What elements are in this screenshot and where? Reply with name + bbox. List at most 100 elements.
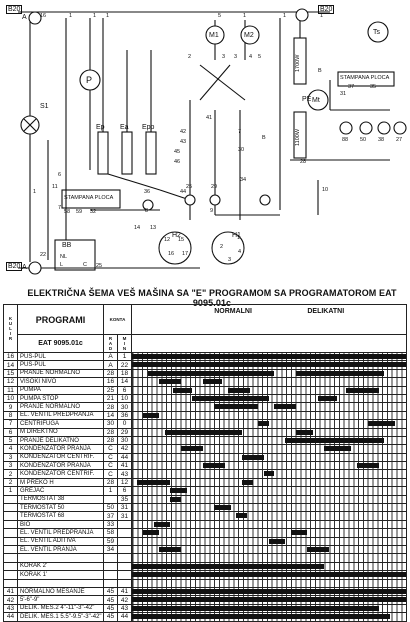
node-number: 1 [33, 189, 37, 195]
row-timing-grid [131, 528, 407, 538]
row-timing-grid [131, 519, 407, 530]
bb-label: BB [62, 242, 72, 249]
row-min: 43 [116, 469, 133, 479]
wire-number: 58 [64, 209, 71, 215]
row-rad: 28 [103, 435, 118, 446]
row-rad: C [103, 461, 118, 471]
row-min: 6 [116, 486, 133, 496]
row-program-name: KONDENZATOR PRANJA [17, 444, 104, 454]
row-rad: 34 [103, 544, 118, 555]
row-timing-grid [131, 351, 407, 362]
timing-bar [214, 404, 259, 410]
row-min: 14 [116, 377, 133, 387]
row-program-name: TERMOSTAT 38 [17, 494, 104, 505]
row-program-name: 5'-6"-9" [17, 595, 104, 605]
row-min: 29 [116, 427, 133, 437]
row-timing-grid [131, 612, 407, 622]
wire-number: 4 [249, 54, 253, 60]
pressure-switch-h2-symbol [158, 231, 192, 265]
row-kulir: 44 [3, 612, 18, 622]
timing-bar [164, 429, 242, 435]
node-number: 7 [58, 205, 62, 211]
row-min: 18 [116, 368, 133, 379]
node-number: 14 [134, 225, 141, 231]
row-program-name: KORAK 1' [17, 570, 104, 580]
timing-bar [132, 588, 406, 594]
row-kulir [3, 553, 18, 563]
timer-motor-label: Mt [312, 97, 320, 104]
wire-number: 15 [178, 237, 185, 243]
row-rad: 28 [103, 402, 118, 412]
wire-number: 35 [370, 84, 377, 90]
row-kulir [3, 519, 18, 530]
row-timing-grid [131, 570, 407, 580]
row-kulir: 7 [3, 419, 18, 429]
thermostat-symbol [367, 21, 389, 43]
timing-bar [318, 395, 338, 401]
wire-number: 7 [238, 129, 242, 135]
heater-epp-label: Epp [142, 124, 155, 131]
timing-bar [214, 505, 231, 511]
row-timing-grid [131, 360, 407, 370]
row-kulir: 3 [3, 452, 18, 463]
row-timing-grid [131, 595, 407, 605]
row-rad: 45 [103, 595, 118, 605]
wire-number: 8 [145, 208, 149, 214]
node-number: 1 [106, 13, 110, 19]
row-kulir [3, 578, 18, 588]
wire-number: 36 [144, 189, 151, 195]
terminal-a-top: A [22, 14, 27, 21]
timing-bar [263, 471, 275, 477]
wire-number: 37 [348, 84, 355, 90]
plate-label-right: STAMPANA PLOCA [340, 75, 390, 81]
row-kulir [3, 570, 18, 580]
pressure-switch-h1-symbol [211, 231, 245, 265]
node-number: 22 [40, 252, 47, 258]
wire-number: 46 [174, 159, 181, 165]
row-timing-grid [131, 578, 407, 588]
wire-number: 34 [240, 177, 247, 183]
program-phase-header: NORMALNI DELIKATNI [131, 304, 407, 335]
row-program-name: PRANJE NORMALNO [17, 402, 104, 412]
timing-bar [159, 546, 182, 552]
wire-number: 44 [180, 189, 187, 195]
row-program-name: GREJAČ [17, 486, 104, 496]
resistor-1700-label: 1700W [295, 54, 301, 72]
row-min [116, 553, 133, 563]
wire-number: 9 [210, 208, 214, 214]
wire-number: 16 [168, 251, 175, 257]
timing-bar [307, 546, 330, 552]
motor-m2-symbol [240, 25, 260, 45]
timing-bar [137, 479, 171, 485]
terminal-box-bottom-left: B20 [6, 262, 23, 271]
row-timing-grid [131, 444, 407, 454]
row-min [116, 570, 133, 580]
rad-header: R A D [103, 334, 118, 353]
row-kulir: 5 [3, 435, 18, 446]
row-timing-grid [131, 503, 407, 513]
timing-bar [132, 563, 324, 569]
timing-bar [132, 354, 406, 359]
wire-number: 25 [186, 184, 193, 190]
row-kulir: 3 [3, 461, 18, 471]
row-timing-grid [131, 494, 407, 505]
row-kulir: 16 [3, 351, 18, 362]
row-program-name: M PREKO H [17, 477, 104, 488]
heater-ea-label: Ea [120, 124, 129, 131]
row-program-name: DELIK. MEŠ.2 4"-11"-3"-42" [17, 603, 104, 614]
row-timing-grid [131, 486, 407, 496]
row-kulir: 14 [3, 360, 18, 370]
heater-ep-label: Ep [96, 124, 105, 131]
row-kulir [3, 536, 18, 547]
row-min [116, 561, 133, 572]
timing-bar [345, 387, 379, 393]
timing-bar [142, 412, 160, 418]
row-timing-grid [131, 477, 407, 488]
node-number: 1 [93, 13, 97, 19]
timing-bar [132, 597, 406, 603]
wire-number: 4 [238, 249, 242, 255]
